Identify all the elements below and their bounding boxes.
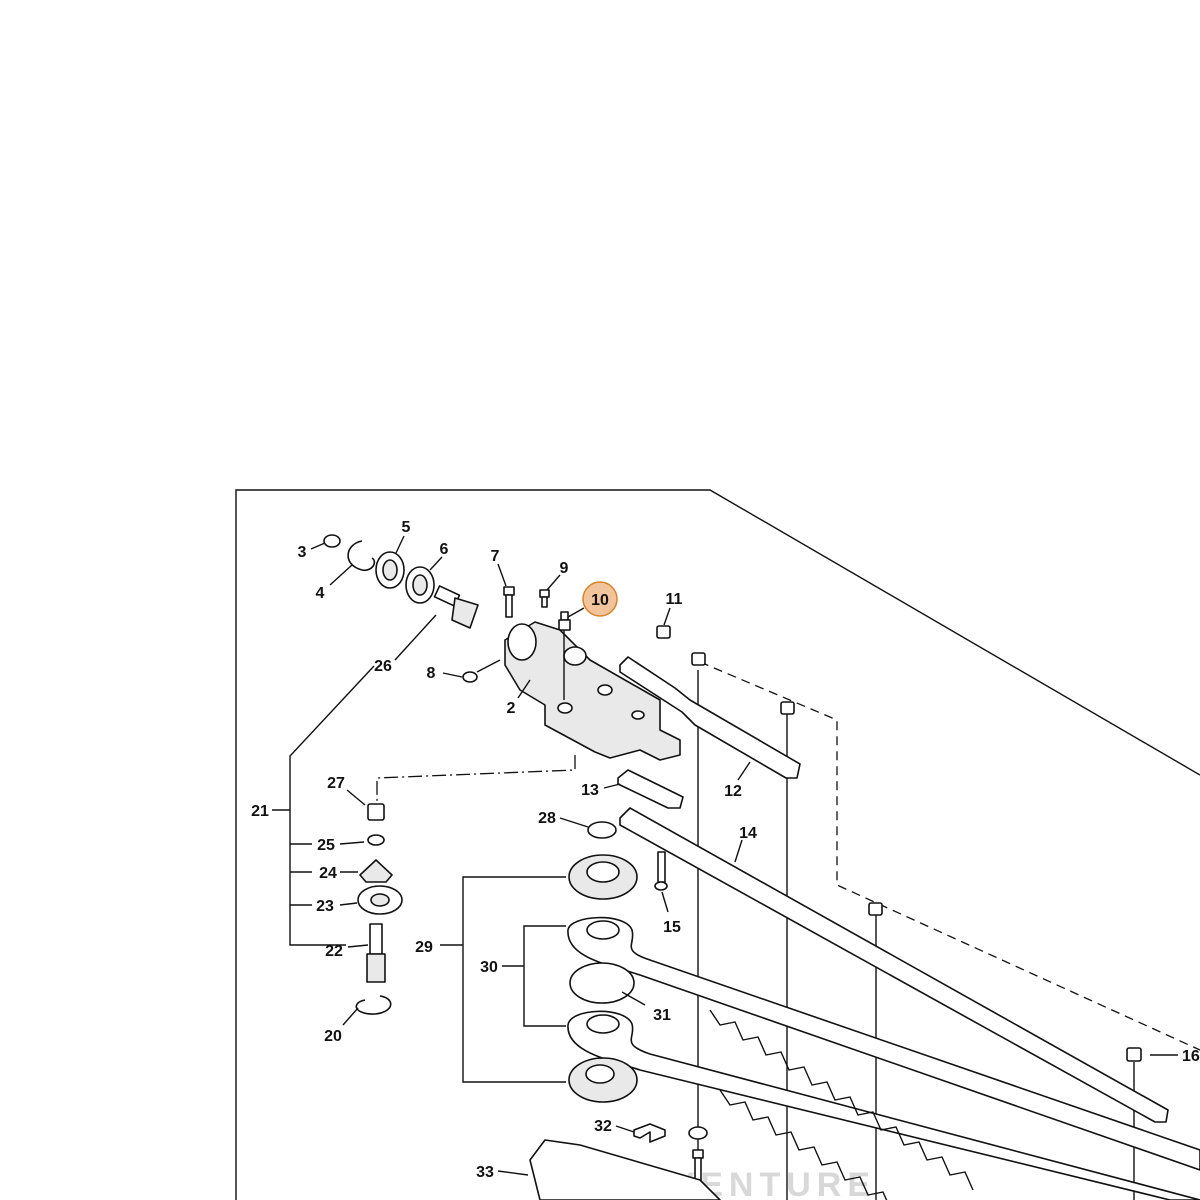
label-10[interactable]: 10 — [591, 592, 609, 609]
part-32-clip[interactable] — [633, 1123, 666, 1143]
part-26-pinion-shaft[interactable] — [433, 585, 479, 629]
label-23[interactable]: 23 — [316, 898, 334, 915]
blade-teeth-lower — [719, 1089, 888, 1200]
part-29-gear-lower[interactable] — [568, 1057, 638, 1103]
part-4-circlip[interactable] — [347, 540, 376, 572]
label-7[interactable]: 7 — [491, 548, 500, 565]
leader-2 — [517, 679, 531, 699]
label-27[interactable]: 27 — [327, 775, 345, 792]
label-20[interactable]: 20 — [324, 1028, 342, 1045]
blade-teeth-upper — [709, 1009, 974, 1191]
label-32[interactable]: 32 — [594, 1118, 612, 1135]
part-7-screw[interactable] — [503, 586, 515, 618]
bracket-21-23b — [339, 902, 358, 906]
label-3[interactable]: 3 — [298, 544, 307, 561]
part-9-screw[interactable] — [539, 589, 550, 608]
leader-31 — [621, 991, 646, 1006]
label-6[interactable]: 6 — [440, 541, 449, 558]
label-22[interactable]: 22 — [325, 943, 343, 960]
part-22-spline-shaft[interactable] — [366, 923, 386, 983]
bracket-30 — [523, 925, 566, 1027]
leader-10 — [567, 607, 585, 618]
leader-32 — [615, 1125, 635, 1133]
part-30-blade-lower[interactable] — [567, 1010, 1200, 1200]
label-5[interactable]: 5 — [402, 519, 411, 536]
part-2-gear-housing[interactable] — [504, 621, 681, 761]
label-2[interactable]: 2 — [507, 700, 516, 717]
part-25-ring[interactable] — [367, 834, 385, 846]
highlight-marker-part-10[interactable] — [582, 581, 618, 617]
washer-lower[interactable] — [688, 1126, 708, 1140]
label-29[interactable]: 29 — [415, 939, 433, 956]
leader-5 — [395, 535, 405, 554]
label-33[interactable]: 33 — [476, 1164, 494, 1181]
leader-28 — [559, 817, 589, 828]
part-27-bushing[interactable] — [367, 803, 385, 821]
part-31-plate[interactable] — [569, 962, 635, 1004]
nut-upper-mid[interactable] — [780, 701, 795, 715]
bracket-21-25b — [339, 841, 365, 845]
leader-6 — [429, 556, 443, 571]
part-5-ball-bearing[interactable] — [375, 551, 405, 589]
leader-8 — [442, 672, 463, 678]
label-24[interactable]: 24 — [319, 865, 337, 882]
leader-12 — [737, 761, 751, 781]
part-33-gasket[interactable] — [529, 1139, 721, 1200]
label-16[interactable]: 16 — [1182, 1048, 1200, 1065]
label-4[interactable]: 4 — [316, 585, 325, 602]
leader-3 — [310, 542, 326, 550]
leader-20 — [342, 1007, 359, 1026]
label-26[interactable]: 26 — [374, 658, 392, 675]
label-30[interactable]: 30 — [480, 959, 498, 976]
leader-7 — [497, 563, 507, 587]
part-28-washer[interactable] — [587, 821, 617, 839]
label-31[interactable]: 31 — [653, 1007, 671, 1024]
part-29-gear-upper[interactable] — [568, 854, 638, 900]
part-10-grease-nipple[interactable] — [558, 611, 571, 631]
label-8[interactable]: 8 — [427, 665, 436, 682]
label-25[interactable]: 25 — [317, 837, 335, 854]
leader-14 — [734, 839, 743, 863]
label-14[interactable]: 14 — [739, 825, 757, 842]
diagram-frame — [235, 489, 1200, 1200]
part-8-washer[interactable] — [462, 671, 478, 683]
leader-33 — [497, 1170, 529, 1176]
leader-26 — [394, 614, 437, 661]
part-20-circlip[interactable] — [355, 995, 392, 1015]
label-15[interactable]: 15 — [663, 919, 681, 936]
leader-4 — [329, 564, 353, 586]
part-11-nut[interactable] — [656, 625, 671, 639]
guide-line-dashed — [699, 661, 1200, 1051]
part-16-nut[interactable] — [1126, 1047, 1142, 1062]
leader-11 — [663, 607, 671, 626]
leader-27 — [346, 789, 366, 806]
nut-lower-right[interactable] — [868, 902, 883, 916]
part-14-long-bar[interactable] — [619, 807, 1169, 1123]
leader-9 — [546, 574, 561, 591]
label-9[interactable]: 9 — [560, 560, 569, 577]
nut-upper-left[interactable] — [691, 652, 706, 666]
bracket-21 — [289, 665, 375, 946]
part-24-bevel-gear[interactable] — [359, 859, 393, 883]
part-23-bearing[interactable] — [357, 885, 403, 915]
leader-8b — [476, 659, 501, 673]
leader-13 — [603, 783, 621, 789]
label-21[interactable]: 21 — [251, 803, 269, 820]
part-13-plate[interactable] — [617, 769, 684, 809]
leader-15 — [661, 891, 669, 913]
label-11[interactable]: 11 — [666, 591, 683, 608]
part-30-blade-upper[interactable] — [567, 916, 1200, 1171]
part-15-bolt[interactable] — [654, 851, 668, 891]
label-28[interactable]: 28 — [538, 810, 556, 827]
part-6-bearing[interactable] — [405, 566, 435, 604]
bracket-29 — [462, 876, 566, 1083]
part-12-support-bar[interactable] — [619, 656, 801, 779]
bracket-21-22b — [347, 944, 369, 948]
part-3-snap-ring[interactable] — [323, 534, 341, 548]
guide-line-dashdot — [376, 755, 576, 805]
label-12[interactable]: 12 — [724, 783, 742, 800]
label-13[interactable]: 13 — [581, 782, 599, 799]
